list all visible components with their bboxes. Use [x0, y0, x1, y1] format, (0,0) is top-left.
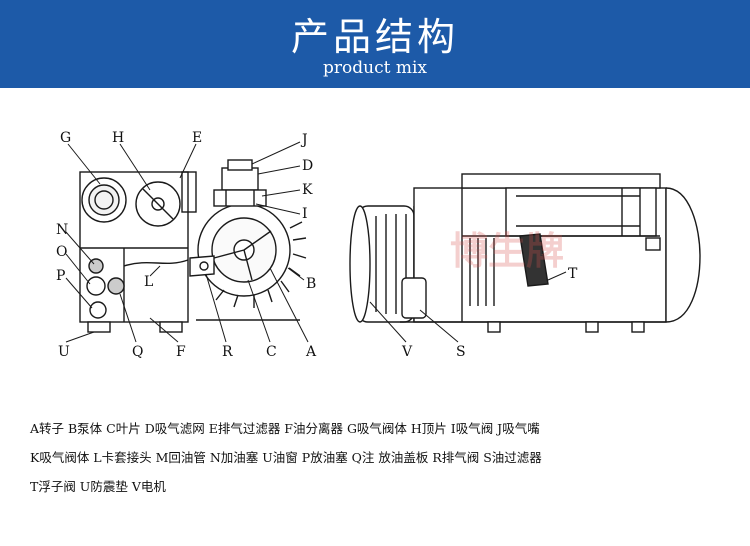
callout-o: O: [56, 244, 67, 260]
pump-side-view: [349, 173, 701, 333]
watermark: 博生牌: [450, 229, 564, 273]
pump-structure-diagram: 博生牌 G H E J D K I N O P U Q F R C A V S …: [56, 130, 701, 360]
pump-cross-section: [79, 159, 307, 333]
callout-d: D: [302, 158, 313, 174]
parts-legend: A转子 B泵体 C叶片 D吸气滤网 E排气过滤器 F油分离器 G吸气阀体 H顶片…: [30, 414, 730, 501]
legend-line: T浮子阀 U防震垫 V电机: [30, 479, 166, 494]
leader-lines: [65, 141, 567, 343]
header-banner: 产品结构 product mix: [0, 0, 750, 88]
page-subtitle: product mix: [323, 58, 427, 78]
callout-u: U: [58, 344, 70, 360]
callout-l: L: [144, 274, 153, 290]
callout-s: S: [456, 344, 466, 360]
callout-c: C: [266, 344, 277, 360]
legend-line: A转子 B泵体 C叶片 D吸气滤网 E排气过滤器 F油分离器 G吸气阀体 H顶片…: [30, 421, 540, 436]
callout-n: N: [56, 222, 68, 238]
callout-h: H: [112, 130, 124, 146]
callout-v: V: [401, 344, 413, 360]
callout-j: J: [300, 132, 308, 148]
callout-k: K: [302, 182, 313, 198]
callout-f: F: [176, 344, 186, 360]
callout-i: I: [302, 206, 308, 222]
callout-p: P: [56, 268, 65, 284]
callout-q: Q: [132, 344, 143, 360]
callout-labels: G H E J D K I N O P U Q F R C A V S B L …: [56, 130, 578, 360]
callout-g: G: [60, 130, 71, 146]
legend-line: K吸气阀体 L卡套接头 M回油管 N加油塞 U油窗 P放油塞 Q注 放油盖板 R…: [30, 450, 542, 465]
callout-t: T: [568, 266, 578, 282]
callout-b: B: [306, 276, 316, 292]
callout-r: R: [222, 344, 233, 360]
callout-e: E: [192, 130, 202, 146]
page-title: 产品结构: [290, 15, 459, 59]
callout-a: A: [305, 344, 317, 360]
